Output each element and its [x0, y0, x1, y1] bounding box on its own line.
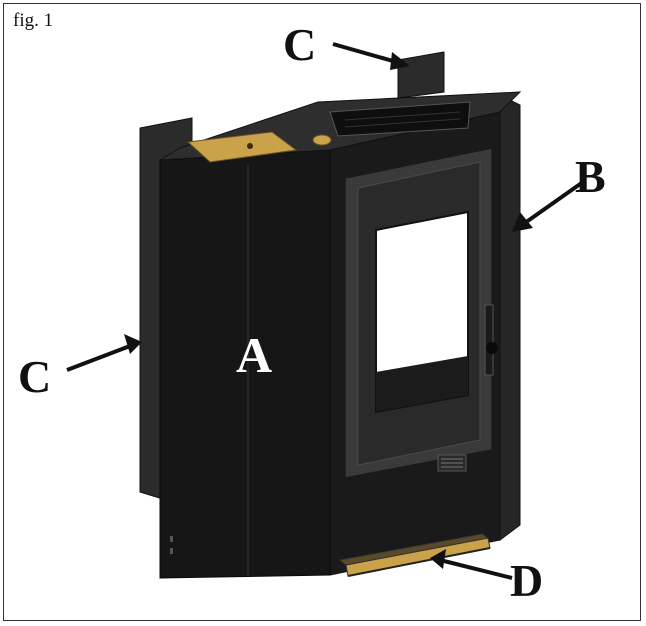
callout-d: D [510, 555, 543, 606]
arrow-c-left [66, 334, 142, 372]
ash-tray [338, 533, 491, 577]
arrow-c-top [332, 42, 410, 70]
arrow-b [512, 180, 585, 232]
callout-b: B [575, 151, 606, 202]
arrow-d [430, 549, 513, 580]
lower-vent-icon [437, 454, 467, 472]
back-plate-top [397, 51, 445, 99]
callout-c-left: C [18, 351, 51, 402]
top-grille [329, 101, 471, 137]
figure-caption: fig. 1 [13, 10, 54, 31]
lid-knob-icon [247, 143, 253, 149]
handle-knob-icon [486, 342, 498, 354]
door-handle-icon [484, 304, 494, 376]
callout-c-top: C [283, 19, 316, 70]
firebox-floor [376, 356, 468, 412]
callout-a: A [236, 327, 272, 383]
brass-lid [186, 131, 298, 163]
control-knob-icon [312, 134, 332, 146]
stove-right-side [499, 94, 521, 541]
